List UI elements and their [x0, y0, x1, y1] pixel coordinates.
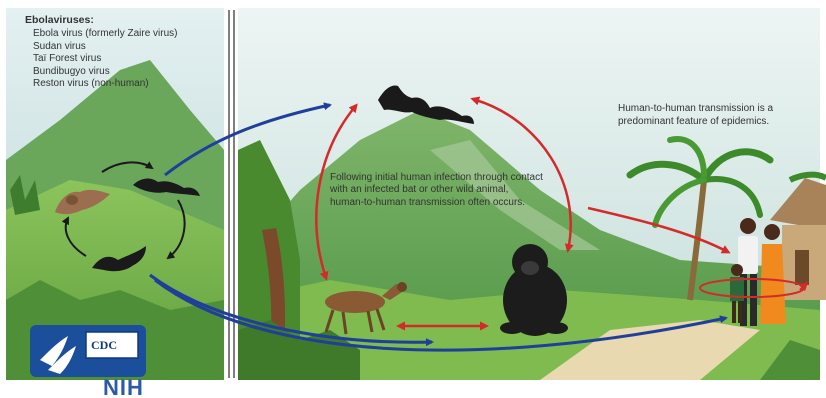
- cdc-logo-text: CDC: [91, 338, 117, 353]
- ebolavirus-list-title: Ebolaviruses:: [25, 14, 94, 26]
- ebolavirus-item: Reston virus (non-human): [33, 78, 177, 91]
- initial-infection-note: Following initial human infection throug…: [330, 172, 545, 209]
- ebolavirus-item: Ebola virus (formerly Zaire virus): [33, 28, 177, 41]
- panel-divider: [224, 8, 238, 380]
- epidemic-note: Human-to-human transmission is a predomi…: [618, 103, 818, 128]
- ebolavirus-list: Ebola virus (formerly Zaire virus) Sudan…: [33, 28, 177, 91]
- ebolavirus-item: Bundibugyo virus: [33, 66, 177, 79]
- nih-logo-text: NIH: [103, 375, 144, 398]
- ebolavirus-item: Taï Forest virus: [33, 53, 177, 66]
- cdc-logo: [30, 325, 146, 377]
- ebolavirus-item: Sudan virus: [33, 41, 177, 54]
